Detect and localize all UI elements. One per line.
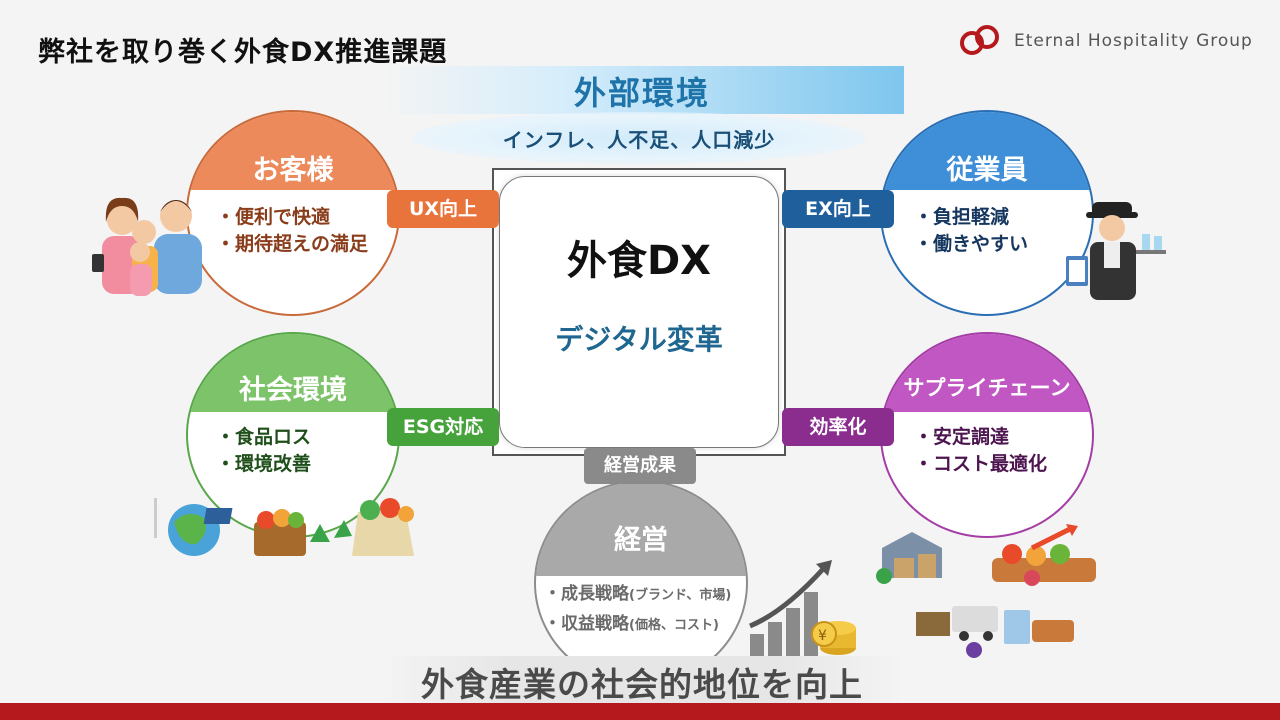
- family-illustration-icon: [92, 197, 202, 296]
- management-results-tag: 経営成果: [584, 448, 696, 484]
- external-environment-band: [380, 66, 904, 114]
- logistics-illustration-icon: [876, 524, 1096, 658]
- center-title: 外食DX: [566, 238, 712, 284]
- employee-items: ・負担軽減 ・働きやすい: [914, 204, 1028, 258]
- ex-connector-tag: EX向上: [782, 190, 894, 228]
- social-item: ・環境改善: [216, 453, 312, 475]
- supply-chain-title: サプライチェーン: [882, 334, 1092, 412]
- svg-text:¥: ¥: [818, 628, 827, 644]
- supply-chain-item: ・コスト最適化: [914, 453, 1048, 475]
- customer-item: ・期待超えの満足: [216, 233, 369, 255]
- center-box: [499, 176, 779, 448]
- social-title: 社会環境: [188, 334, 398, 412]
- employee-title: 従業員: [882, 112, 1092, 190]
- eco-produce-illustration-icon: [154, 498, 414, 556]
- management-circle: 経営 ・成長戦略(ブランド、市場) ・収益戦略(価格、コスト): [534, 480, 748, 686]
- employee-circle: 従業員 ・負担軽減 ・働きやすい: [880, 110, 1094, 316]
- footer-red-bar: [0, 703, 1280, 720]
- interlocking-rings-logo-icon: [960, 25, 999, 55]
- management-title: 経営: [536, 482, 746, 576]
- efficiency-connector-tag: 効率化: [782, 408, 894, 446]
- supply-chain-items: ・安定調達 ・コスト最適化: [914, 424, 1047, 478]
- external-environment-title: 外部環境: [573, 74, 710, 112]
- supply-chain-circle: サプライチェーン ・安定調達 ・コスト最適化: [880, 332, 1094, 538]
- logo-text: Eternal Hospitality Group: [1014, 31, 1253, 51]
- management-item-note: (価格、コスト): [629, 618, 719, 633]
- management-item-note: (ブランド、市場): [629, 588, 732, 603]
- management-item-main: ・成長戦略: [544, 584, 629, 604]
- center-subtitle: デジタル変革: [555, 323, 723, 356]
- company-logo[interactable]: Eternal Hospitality Group: [958, 24, 1258, 58]
- page-title: 弊社を取り巻く外食DX推進課題: [38, 37, 448, 68]
- management-item: ・成長戦略(ブランド、市場): [544, 580, 731, 610]
- goal-text: 外食産業の社会的地位を向上: [421, 665, 863, 704]
- ux-connector-tag: UX向上: [387, 190, 499, 228]
- waiter-illustration-icon: [1066, 202, 1166, 300]
- employee-item: ・負担軽減: [914, 206, 1010, 228]
- goal-band: [380, 656, 904, 706]
- customer-circle: お客様 ・便利で快適 ・期待超えの満足: [186, 110, 400, 316]
- supply-chain-item: ・安定調達: [914, 426, 1010, 448]
- external-factors-text: インフレ、人不足、人口減少: [502, 128, 776, 152]
- external-factors-ellipse: [412, 112, 866, 164]
- customer-title: お客様: [188, 112, 398, 190]
- customer-items: ・便利で快適 ・期待超えの満足: [216, 204, 368, 258]
- management-items: ・成長戦略(ブランド、市場) ・収益戦略(価格、コスト): [544, 580, 731, 640]
- growth-coins-illustration-icon: ¥: [749, 560, 856, 656]
- management-item: ・収益戦略(価格、コスト): [544, 610, 731, 640]
- management-item-main: ・収益戦略: [544, 614, 629, 634]
- social-item: ・食品ロス: [216, 426, 312, 448]
- customer-item: ・便利で快適: [216, 206, 331, 228]
- employee-item: ・働きやすい: [914, 233, 1029, 255]
- social-items: ・食品ロス ・環境改善: [216, 424, 311, 478]
- esg-connector-tag: ESG対応: [387, 408, 499, 446]
